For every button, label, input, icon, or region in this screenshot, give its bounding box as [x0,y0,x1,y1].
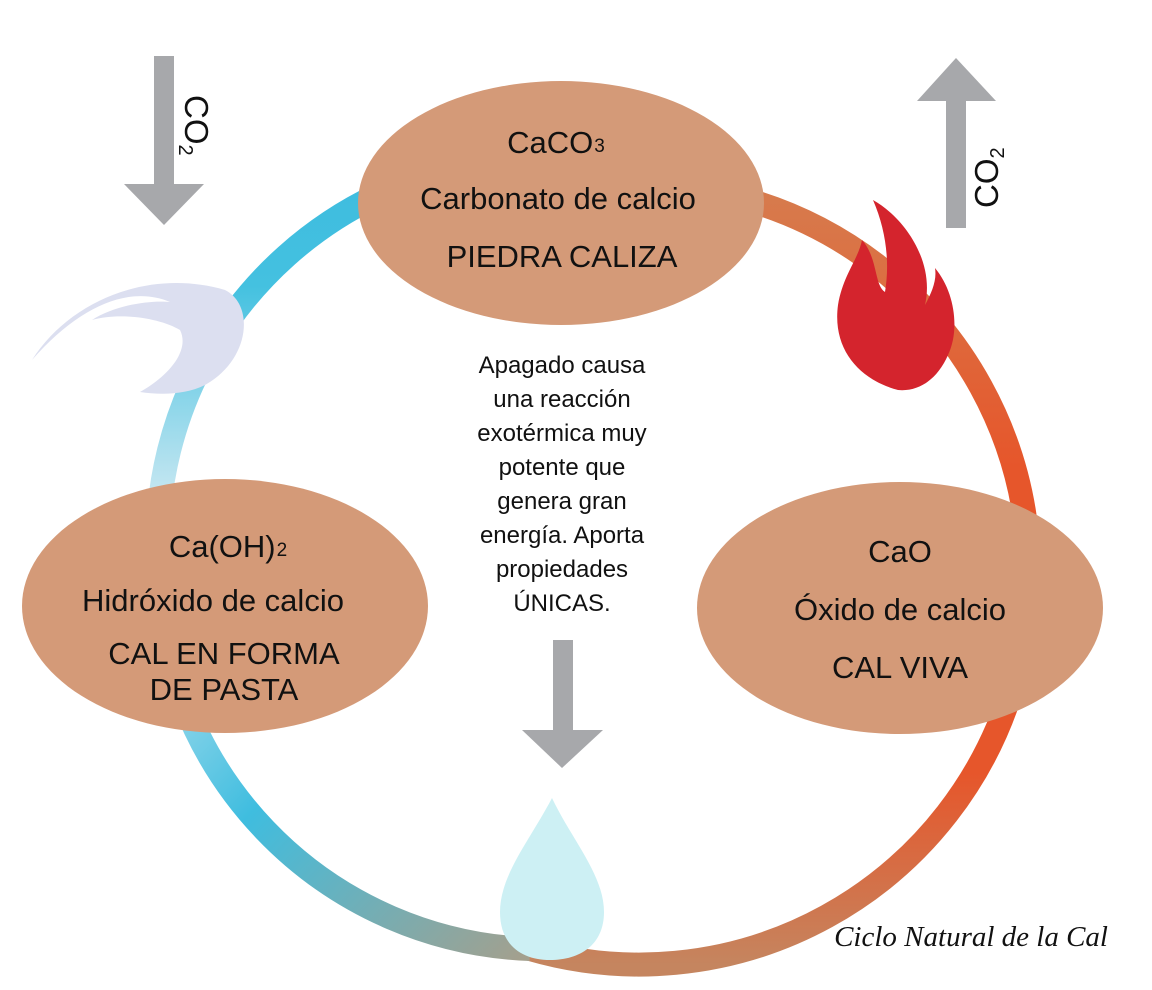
co2-in-label: CO2 [174,95,215,156]
water-drop-icon [500,798,604,960]
co2-in-arrow [124,56,204,225]
co2-out-arrow [917,58,996,228]
node-right-name: Óxido de calcio [794,592,1006,627]
center-line-8: ÚNICAS. [513,590,610,617]
node-top-formula: CaCO3 [507,125,605,160]
diagram-caption: Ciclo Natural de la Cal [834,921,1108,953]
air-gust-icon [32,283,244,394]
co2-out-label: CO2 [968,147,1009,208]
node-top-name: Carbonato de calcio [420,181,696,216]
node-left-formula: Ca(OH)2 [169,529,287,564]
center-line-7: propiedades [496,556,628,583]
center-line-2: una reacción [493,386,630,413]
center-line-3: exotérmica muy [477,420,646,447]
node-left-common-line2: DE PASTA [150,672,299,707]
node-left-name: Hidróxido de calcio [82,583,344,618]
center-line-4: potente que [499,454,626,481]
water-in-arrow [522,640,603,768]
node-left-common-line1: CAL EN FORMA [108,636,340,671]
center-line-1: Apagado causa [479,352,646,379]
node-calcium-oxide: CaO Óxido de calcio CAL VIVA [697,482,1103,734]
node-calcium-hydroxide: Ca(OH)2 Hidróxido de calcio CAL EN FORMA… [22,479,428,733]
node-top-common: PIEDRA CALIZA [447,239,678,274]
node-right-common: CAL VIVA [832,650,968,685]
center-description: Apagado causa una reacción exotérmica mu… [477,352,646,617]
flame-icon [837,200,955,391]
node-right-formula: CaO [868,534,932,569]
center-line-6: energía. Aporta [480,522,645,549]
center-line-5: genera gran [497,488,626,515]
node-calcium-carbonate: CaCO3 Carbonato de calcio PIEDRA CALIZA [358,81,764,325]
